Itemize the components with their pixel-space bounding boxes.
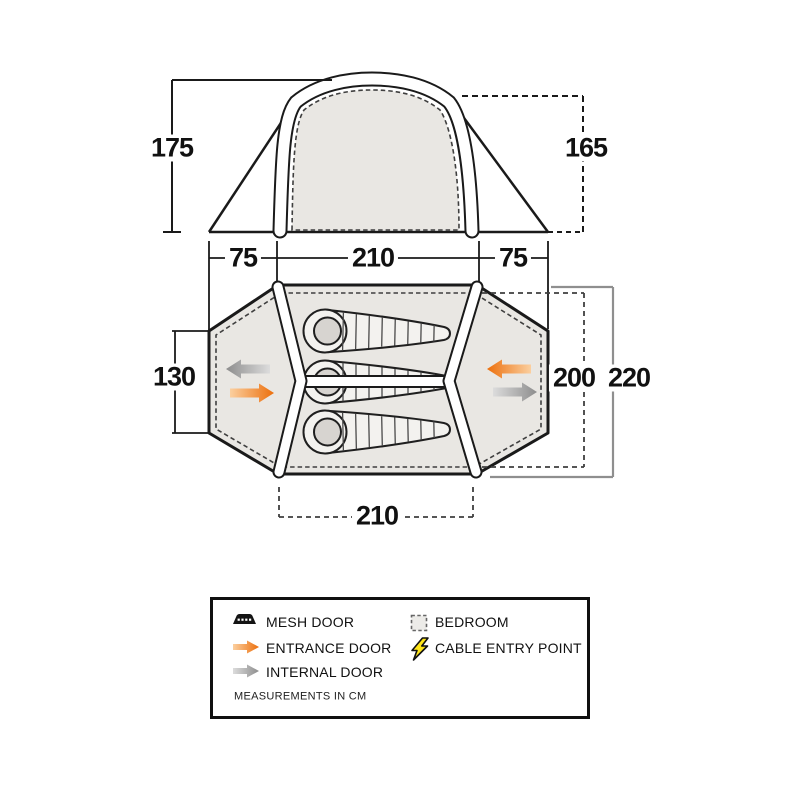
internal-door-arrow-left — [226, 359, 270, 379]
dim-width-right: 75 — [494, 244, 532, 272]
dim-width-left: 75 — [224, 244, 262, 272]
entrance-door-arrow-left — [230, 383, 274, 403]
dim-porch-depth: 130 — [148, 363, 200, 391]
legend-box: MESH DOOR ENTRANCE DOOR INTERNAL DOOR BE… — [210, 597, 590, 719]
floor-plan — [172, 280, 615, 518]
dim-outer-depth: 220 — [603, 364, 655, 392]
dim-front-height-right: 165 — [560, 134, 612, 162]
dim-front-height-left: 175 — [146, 134, 198, 162]
dim-inner-depth: 200 — [548, 364, 600, 392]
legend-mesh-door-label: MESH DOOR — [266, 614, 355, 630]
dim-width-center: 210 — [347, 244, 399, 272]
air-beam-arch — [274, 73, 478, 237]
legend-bedroom-label: BEDROOM — [435, 614, 509, 630]
mesh-door-icon — [233, 614, 256, 624]
entrance-door-icon — [233, 640, 259, 654]
dim-lines-inner-depth — [482, 292, 585, 468]
bedroom-icon — [410, 614, 428, 632]
dim-lines-height-right — [462, 95, 584, 232]
cable-entry-point-icon — [411, 637, 429, 661]
internal-door-arrow-right — [493, 382, 537, 402]
dim-bedroom-width: 210 — [351, 502, 403, 530]
internal-door-icon — [233, 664, 259, 678]
entrance-door-arrow-right — [487, 359, 531, 379]
legend-measurements-note: MEASUREMENTS IN CM — [234, 690, 367, 703]
dim-lines-bedroom-width — [278, 487, 474, 518]
legend-cable-entry-label: CABLE ENTRY POINT — [435, 640, 582, 656]
air-beam-left — [273, 282, 306, 477]
front-inner-bedroom — [291, 89, 460, 231]
legend-internal-door-label: INTERNAL DOOR — [266, 664, 384, 680]
legend-entrance-door-label: ENTRANCE DOOR — [266, 640, 392, 656]
air-beam-right — [444, 282, 482, 477]
